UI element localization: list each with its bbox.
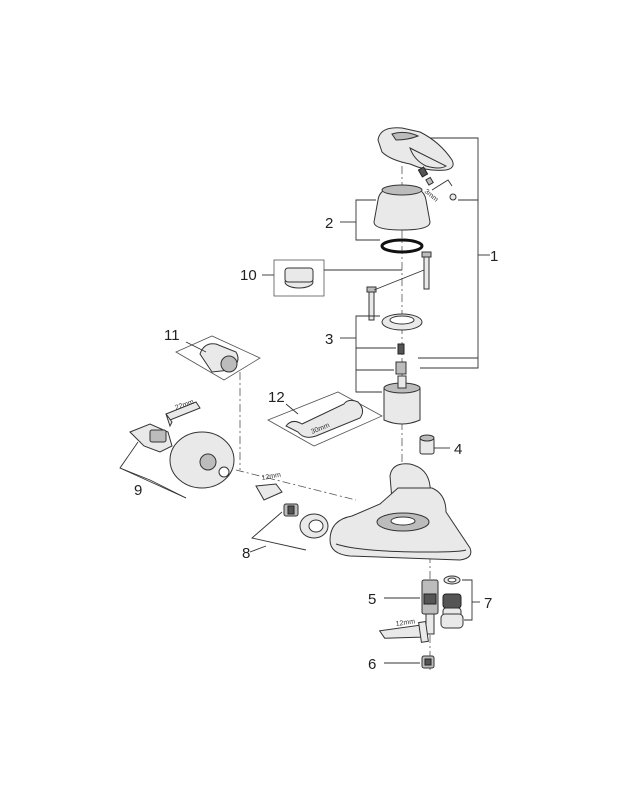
allen-key-spout-size-label: 12mm — [395, 618, 415, 628]
fixing-screws — [366, 251, 432, 321]
part-9-rosette — [129, 423, 235, 489]
callout-12: 12 — [268, 389, 285, 406]
allen-key-22: 22mm — [165, 399, 201, 428]
callout-9: 9 — [134, 482, 142, 499]
part-7-aerator — [440, 575, 464, 629]
callout-3: 3 — [325, 331, 333, 348]
leader-part-7 — [462, 579, 473, 621]
allen-key-body-size-label: 12mm — [261, 472, 282, 482]
part-3-stack — [381, 313, 423, 425]
part-6-nut — [384, 655, 435, 669]
callout-1: 1 — [490, 248, 498, 265]
grub-screw-icon — [417, 166, 429, 178]
callout-11: 11 — [164, 327, 180, 344]
part-10-box — [273, 259, 402, 297]
axis-part-8 — [235, 469, 357, 501]
part-11-box — [175, 335, 261, 381]
part-12-wrench: 30mm — [267, 391, 383, 447]
callout-8: 8 — [242, 545, 250, 562]
leader-part-2 — [355, 199, 380, 241]
cap-and-oring — [373, 184, 431, 254]
allen-key-spout: 12mm — [378, 618, 429, 643]
callout-6: 6 — [368, 656, 376, 673]
leader-part-8 — [251, 511, 307, 551]
callout-5: 5 — [368, 591, 376, 608]
mixer-body — [329, 463, 472, 561]
part-4-cap — [419, 434, 450, 455]
callout-10: 10 — [240, 267, 257, 284]
callout-2: 2 — [325, 215, 333, 232]
part-8-nut: 12mm — [255, 472, 329, 539]
callout-4: 4 — [454, 441, 462, 458]
lever-handle — [377, 127, 454, 171]
leader-part-3 — [355, 315, 382, 393]
callout-7: 7 — [484, 595, 492, 612]
bracket-part-1 — [418, 137, 490, 369]
